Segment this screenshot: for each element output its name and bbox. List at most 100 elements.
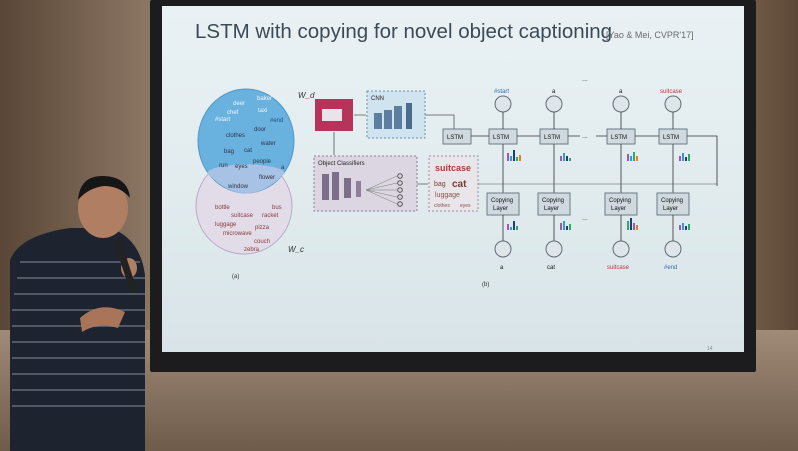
slide-figure: W_d W_c (a) baker deer taxi chef #start … bbox=[195, 76, 718, 288]
classifier-edges bbox=[365, 175, 398, 205]
venn-word: couch bbox=[254, 239, 270, 245]
venn-overlap bbox=[207, 164, 285, 194]
cnn-layer bbox=[406, 103, 412, 129]
slide-title: LSTM with copying for novel object capti… bbox=[195, 20, 613, 43]
classifier-word: bag bbox=[434, 181, 446, 188]
input-node bbox=[664, 95, 682, 113]
venn-word: baker bbox=[257, 96, 272, 102]
venn-word: luggage bbox=[215, 222, 237, 228]
output-token: suitcase bbox=[607, 265, 630, 271]
venn-word: taxi bbox=[258, 108, 267, 114]
venn-label-bottom: W_c bbox=[288, 245, 304, 254]
classifier-node bbox=[397, 201, 403, 207]
venn-word: people bbox=[253, 159, 272, 165]
input-node bbox=[612, 95, 630, 113]
cnn-layer bbox=[374, 113, 382, 129]
histogram bbox=[560, 221, 571, 230]
classifier-words-box bbox=[428, 155, 479, 212]
ellipsis: ... bbox=[582, 133, 588, 140]
venn-word: racket bbox=[262, 213, 279, 219]
histogram bbox=[507, 221, 518, 230]
venn-word: door bbox=[254, 127, 266, 133]
venn-word: cat bbox=[244, 148, 252, 154]
venn-word: chef bbox=[227, 110, 239, 116]
output-token: cat bbox=[547, 265, 555, 271]
venn-word: suitcase bbox=[231, 213, 254, 219]
cnn-label: CNN bbox=[371, 96, 384, 102]
input-token: #start bbox=[494, 89, 509, 95]
input-node bbox=[494, 95, 512, 113]
cnn-layer bbox=[394, 106, 402, 129]
classifier-layer bbox=[344, 178, 351, 198]
classifier-node bbox=[397, 180, 403, 186]
lstm-label: LSTM bbox=[663, 135, 679, 141]
classifier-word: luggage bbox=[435, 192, 460, 199]
histogram bbox=[627, 152, 638, 161]
slide-citation: [Yao & Mei, CVPR'17] bbox=[606, 30, 694, 40]
venn-word: deer bbox=[233, 101, 245, 107]
lstm-label: LSTM bbox=[447, 135, 463, 141]
histogram bbox=[560, 153, 571, 161]
venn-word: #start bbox=[215, 117, 230, 123]
classifier-node bbox=[397, 187, 403, 193]
cnn-layer bbox=[384, 110, 392, 129]
venn-word: water bbox=[260, 141, 276, 147]
copying-layer-label: Copying bbox=[609, 198, 631, 204]
diagram-caption: (b) bbox=[482, 282, 489, 288]
lstm-label: LSTM bbox=[611, 135, 627, 141]
histogram bbox=[679, 223, 690, 230]
venn-word: flower bbox=[259, 175, 275, 181]
output-node bbox=[612, 240, 630, 258]
venn-caption: (a) bbox=[232, 274, 239, 280]
copying-layer-label: Layer bbox=[493, 206, 508, 212]
connector-lines bbox=[333, 114, 455, 185]
venn-word: clothes bbox=[226, 133, 245, 139]
copying-layer-label: Layer bbox=[611, 206, 626, 212]
lstm-label: LSTM bbox=[493, 135, 509, 141]
input-token: suitcase bbox=[660, 89, 683, 95]
classifier-word: eyes bbox=[460, 203, 471, 209]
copying-layer-label: Layer bbox=[663, 206, 678, 212]
copying-diagram: CNN Object Classifiers suitcase bag cat … bbox=[313, 76, 718, 288]
histogram bbox=[627, 218, 638, 230]
classifier-node bbox=[397, 194, 403, 200]
venn-word: zebra bbox=[244, 247, 260, 253]
input-token: a bbox=[619, 89, 623, 95]
venn-word: #end bbox=[270, 118, 283, 124]
classifier-layer bbox=[356, 181, 361, 197]
output-token: a bbox=[500, 265, 504, 271]
classifier-word: clothes bbox=[434, 203, 450, 209]
venn-word: bottle bbox=[215, 205, 230, 211]
ellipsis: ... bbox=[582, 215, 588, 222]
output-node bbox=[494, 240, 512, 258]
input-token: a bbox=[552, 89, 556, 95]
slide-number: 14 bbox=[707, 346, 713, 352]
classifier-word: cat bbox=[452, 179, 467, 190]
classifier-layer bbox=[332, 172, 339, 200]
output-node bbox=[664, 240, 682, 258]
venn-word: bag bbox=[224, 149, 234, 155]
lstm-label: LSTM bbox=[544, 135, 560, 141]
venn-word: window bbox=[227, 184, 249, 190]
venn-diagram: W_d W_c (a) baker deer taxi chef #start … bbox=[195, 88, 315, 280]
histogram bbox=[679, 153, 690, 161]
copying-layer-label: Layer bbox=[544, 206, 559, 212]
output-node bbox=[545, 240, 563, 258]
copying-layer-label: Copying bbox=[491, 198, 513, 204]
histogram bbox=[507, 150, 521, 161]
lstm-connectors bbox=[471, 135, 718, 186]
classifier-layer bbox=[322, 174, 329, 200]
copying-layer-label: Copying bbox=[542, 198, 564, 204]
venn-label-top: W_d bbox=[298, 91, 315, 100]
input-arrows bbox=[502, 112, 674, 129]
classifier-node bbox=[397, 173, 403, 179]
venn-word: a bbox=[281, 165, 285, 171]
venn-word: run bbox=[219, 163, 228, 169]
venn-word: pizza bbox=[255, 225, 270, 231]
lstm-cell bbox=[442, 128, 472, 145]
venn-word: microwave bbox=[223, 231, 252, 237]
copying-layer-label: Copying bbox=[661, 198, 683, 204]
lstm-to-copy-arrows bbox=[502, 144, 674, 194]
venn-word: eyes bbox=[235, 164, 248, 170]
output-token: #end bbox=[664, 265, 677, 271]
